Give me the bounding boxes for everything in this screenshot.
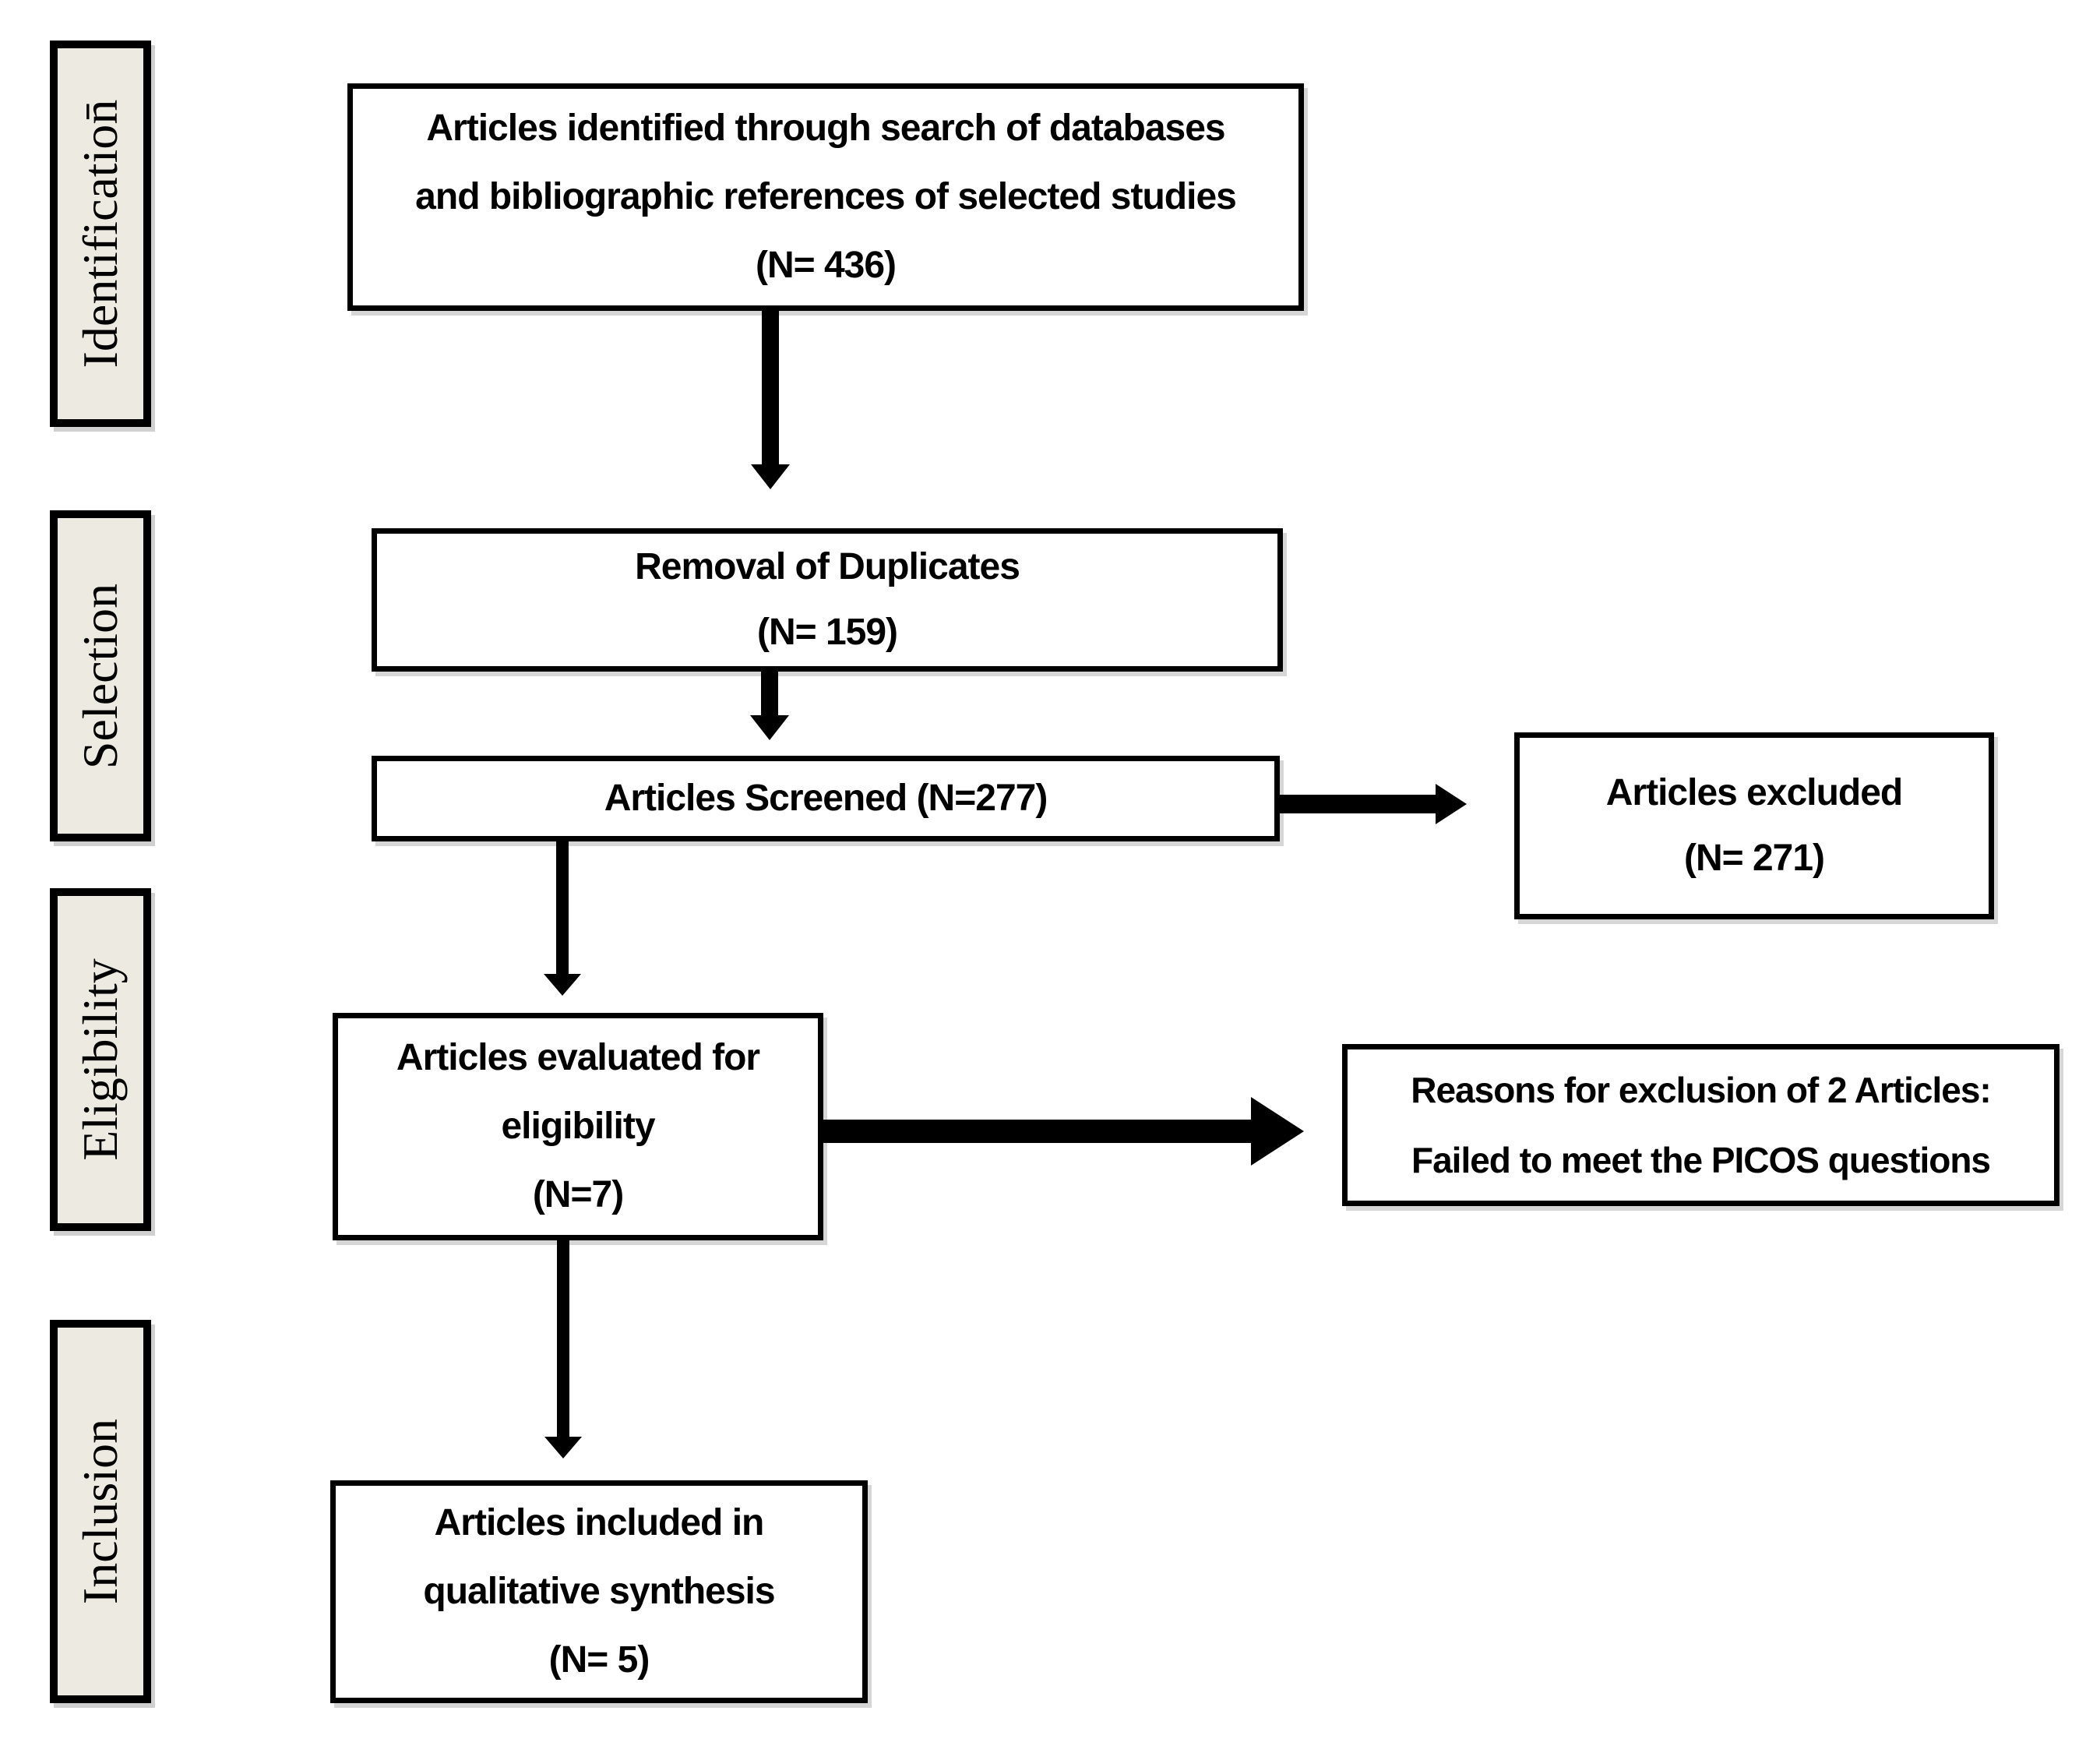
arrow-identified-to-duplicates-shaft (762, 310, 779, 466)
stage-inclusion: Inclusion (50, 1320, 151, 1703)
box-removal-of-duplicates: Removal of Duplicates (N= 159) (372, 528, 1283, 672)
box-articles-excluded-line1: Articles excluded (1605, 772, 1903, 813)
arrow-right-icon (1251, 1097, 1304, 1166)
arrow-eligibility-to-reasons-shaft (819, 1120, 1253, 1143)
box-articles-screened-line1: Articles Screened (N=277) (604, 778, 1048, 819)
stage-inclusion-label: Inclusion (72, 1418, 128, 1605)
arrow-screened-to-excluded-shaft (1280, 795, 1436, 813)
arrow-right-icon (1436, 784, 1467, 824)
arrow-eligibility-to-included-shaft (557, 1237, 569, 1438)
arrow-duplicates-to-screened-shaft (761, 668, 778, 717)
stage-identification-label: Identification̄ (72, 99, 128, 369)
box-removal-of-duplicates-line1: Removal of Duplicates (635, 546, 1020, 587)
stage-selection-label: Selection (72, 583, 128, 769)
arrow-down-icon (544, 974, 581, 996)
box-reasons-for-exclusion-line2: Failed to meet the PICOS questions (1411, 1140, 1991, 1180)
box-articles-included: Articles included in qualitative synthes… (330, 1480, 868, 1703)
box-articles-identified-line1: Articles identified through search of da… (426, 108, 1225, 149)
box-reasons-for-exclusion-line1: Reasons for exclusion of 2 Articles: (1411, 1070, 1992, 1110)
box-removal-of-duplicates-count: (N= 159) (756, 612, 898, 653)
box-articles-identified-line2: and bibliographic references of selected… (415, 176, 1237, 217)
stage-eligibility: Eligibility (50, 888, 151, 1231)
arrow-down-icon (750, 715, 789, 740)
arrow-screened-to-eligibility-shaft (556, 840, 569, 974)
box-articles-identified-count: (N= 436) (755, 245, 897, 286)
arrow-down-icon (751, 464, 790, 489)
stage-identification: Identification̄ (50, 41, 151, 427)
box-reasons-for-exclusion: Reasons for exclusion of 2 Articles: Fai… (1342, 1044, 2059, 1206)
box-articles-evaluated-line1: Articles evaluated for (396, 1037, 760, 1078)
box-articles-evaluated-count: (N=7) (532, 1174, 624, 1215)
box-articles-excluded-count: (N= 271) (1683, 838, 1825, 879)
box-articles-evaluated: Articles evaluated for eligibility (N=7) (333, 1013, 823, 1240)
box-articles-identified: Articles identified through search of da… (347, 83, 1304, 311)
box-articles-included-line2: qualitative synthesis (423, 1571, 775, 1612)
arrow-down-icon (544, 1437, 582, 1459)
stage-eligibility-label: Eligibility (72, 958, 128, 1161)
box-articles-evaluated-line2: eligibility (501, 1106, 655, 1147)
box-articles-excluded: Articles excluded (N= 271) (1514, 732, 1994, 919)
box-articles-screened: Articles Screened (N=277) (372, 756, 1280, 841)
box-articles-included-count: (N= 5) (548, 1639, 650, 1681)
stage-selection: Selection (50, 510, 151, 841)
box-articles-included-line1: Articles included in (434, 1502, 765, 1543)
